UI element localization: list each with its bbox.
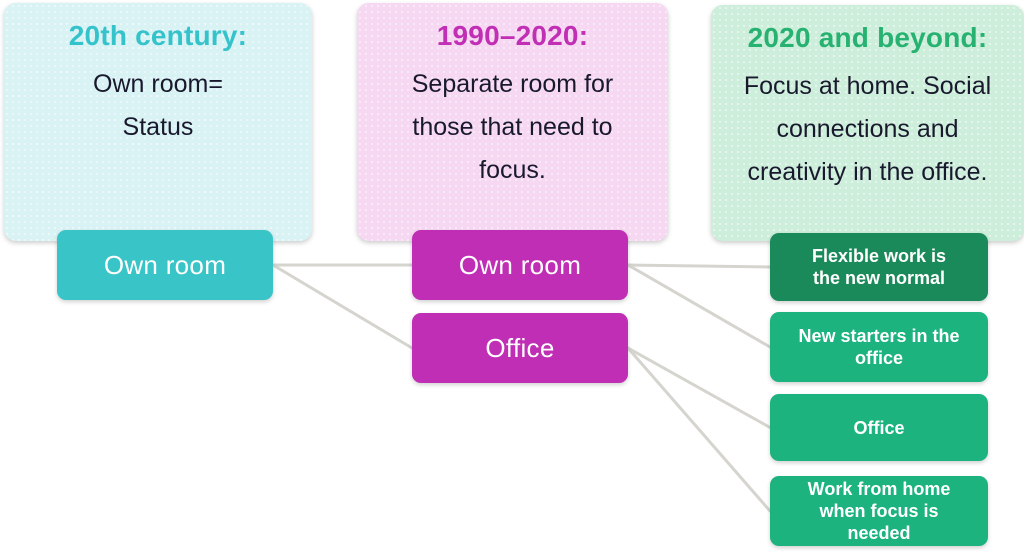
node-own-room-1990: Own room [412,230,628,300]
era-card-body-line: Separate room for [411,70,614,98]
era-card-body: Own room= Status [93,63,223,149]
era-card-20th-century: 20th century: Own room= Status [4,3,312,241]
era-card-body: Focus at home. Social connections and cr… [744,65,991,194]
node-own-room-20th: Own room [57,230,273,300]
era-card-body-line: focus. [479,156,546,184]
era-card-1990-2020: 1990–2020: Separate room for those that … [357,3,668,241]
node-office-1990: Office [412,313,628,383]
node-label: Own room [103,249,227,280]
node-label: New starters in the office [798,326,960,368]
node-label: Office [853,417,905,438]
node-label: Work from home when focus is needed [807,479,951,543]
era-card-body: Separate room for those that need to foc… [412,63,614,192]
node-flexible-work: Flexible work is the new normal [770,233,988,301]
era-card-title: 2020 and beyond: [747,22,988,53]
era-card-body-line: connections and [776,115,959,143]
node-office-2020: Office [770,394,988,461]
node-work-from-home: Work from home when focus is needed [770,476,988,546]
era-card-body-line: those that need to [412,113,613,141]
node-new-starters: New starters in the office [770,312,988,382]
node-label: Office [485,332,555,363]
node-label: Flexible work is the new normal [811,246,947,288]
era-card-body-line: Status [122,113,194,141]
era-card-body-line: Focus at home. Social [743,72,992,100]
era-card-body-line: Own room= [93,70,223,98]
era-card-title: 20th century: [68,20,248,51]
node-label: Own room [458,249,582,280]
era-card-body-line: creativity in the office. [747,158,988,186]
era-card-title: 1990–2020: [436,20,589,51]
era-card-2020-beyond: 2020 and beyond: Focus at home. Social c… [711,5,1024,241]
